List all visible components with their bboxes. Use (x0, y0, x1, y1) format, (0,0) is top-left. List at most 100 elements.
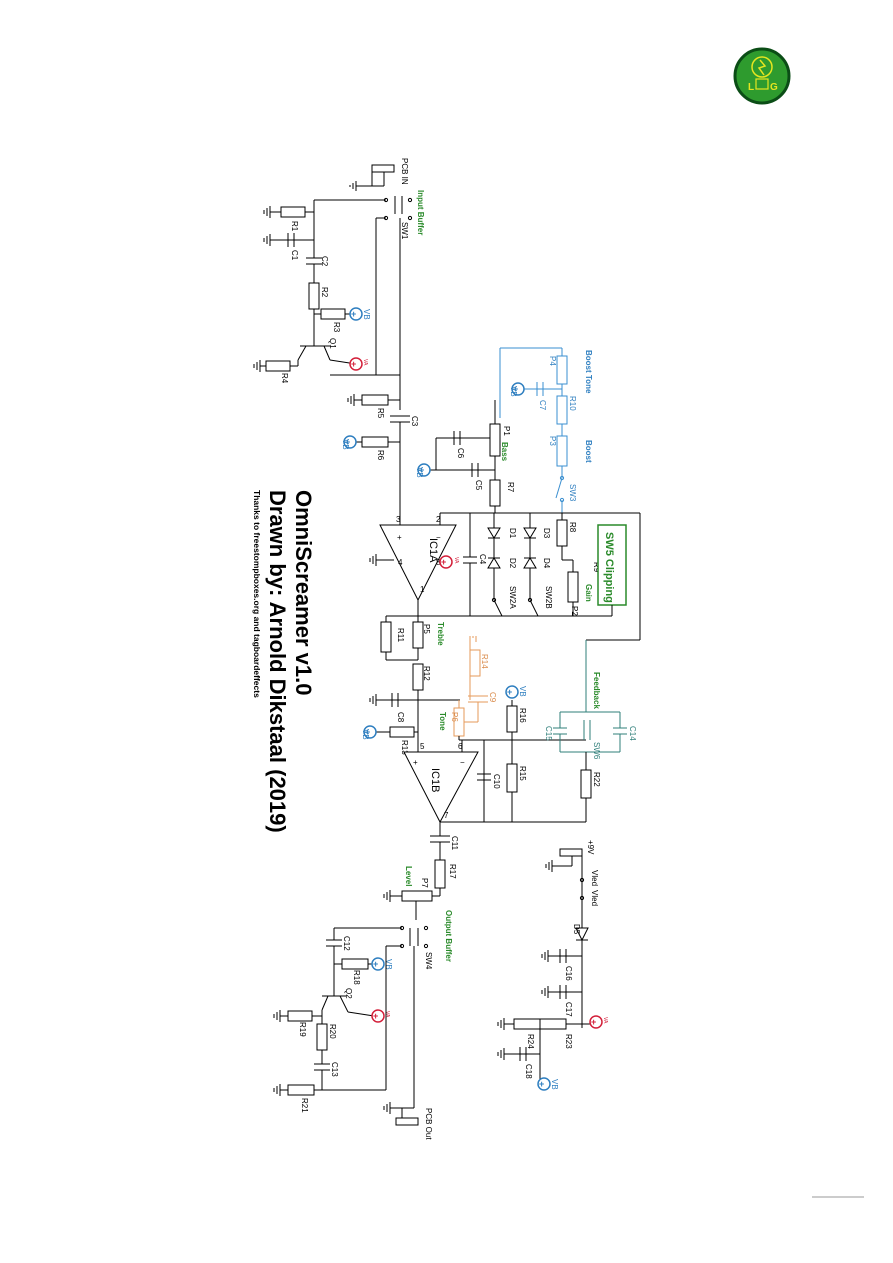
title-thanks: Thanks to freestompboxes.org and tagboar… (252, 490, 262, 698)
p4-label: P4 (548, 356, 557, 366)
p7-label: P7 (420, 878, 429, 888)
r6 (361, 436, 389, 448)
boost-tone-label: Boost Tone (584, 350, 593, 394)
va-label-2: VA (453, 557, 459, 564)
va-terminal-1 (349, 357, 363, 371)
svg-text:+: + (413, 758, 418, 767)
r20 (316, 1023, 328, 1051)
svg-text:+: + (373, 959, 378, 969)
sw3-switch (555, 477, 563, 499)
c4-label: C4 (478, 554, 487, 565)
input-section: PCB IN SW1 Input Buffer R1 C1 (253, 158, 425, 410)
ic1b-opamp (403, 751, 479, 824)
r21 (287, 1084, 315, 1096)
vb-label-8: VB (550, 1079, 559, 1090)
c18-label: C18 (524, 1064, 533, 1079)
p2-gain-pot (567, 571, 579, 603)
r1-label: R1 (290, 221, 299, 232)
p2-label: P2 (570, 606, 579, 616)
vled-label-1: Vled (590, 870, 599, 886)
r10-label: R10 (568, 396, 577, 411)
tone-section: R11 P5 Treble R12 C8 R14 C9 P6 Tone (361, 615, 586, 755)
logo-letter-l: L (748, 82, 754, 93)
svg-text:+: + (441, 557, 446, 567)
r9-label: R9 (592, 562, 601, 573)
vb-label-7: VB (384, 959, 393, 970)
ic1a-pin1: 1 (420, 585, 425, 594)
vb-label-3: VB (415, 467, 424, 478)
c3-label: C3 (410, 416, 419, 427)
r11 (380, 621, 392, 653)
p6-label: P6 (450, 712, 459, 722)
r23-label: R23 (564, 1034, 573, 1049)
r19-label: R19 (298, 1022, 307, 1037)
pcb-out-jack (395, 1117, 419, 1126)
title-author: Drawn by: Arnold Dikstaal (2019) (265, 490, 290, 833)
r5-label: R5 (376, 408, 385, 419)
r20-label: R20 (328, 1024, 337, 1039)
r22 (580, 769, 592, 799)
input-buffer-label: Input Buffer (416, 190, 425, 235)
c12-label: C12 (342, 936, 351, 951)
c17-label: C17 (564, 1002, 573, 1017)
d5-label: D5 (572, 924, 581, 935)
svg-text:+: + (507, 687, 512, 697)
r16 (506, 705, 518, 733)
d1-diode (487, 527, 501, 539)
svg-text:+: + (373, 1011, 378, 1021)
vb-terminal-3 (417, 463, 431, 477)
sw2b-switch (529, 599, 539, 617)
pcb-out-label: PCB Out (424, 1108, 433, 1140)
c11-label: C11 (450, 836, 459, 851)
r24-label: R24 (526, 1034, 535, 1049)
q1-label: Q1 (328, 338, 337, 349)
supply-jack (559, 848, 583, 857)
va-terminal-2 (439, 555, 453, 569)
r1 (280, 206, 306, 218)
c15-label: C15 (544, 726, 553, 741)
output-buffer-label: Output Buffer (444, 910, 453, 962)
va-terminal-4 (589, 1015, 603, 1029)
vb-label-4: VB (509, 386, 518, 397)
svg-text:+: + (345, 437, 350, 447)
svg-text:+: + (513, 384, 518, 394)
va-label-1: VA (362, 359, 368, 366)
c2-label: C2 (320, 256, 329, 267)
lg-logo: L G (733, 47, 791, 105)
bass-label: Bass (500, 442, 509, 462)
ic1a-label: IC1A (427, 538, 439, 563)
vb-terminal-6 (505, 685, 519, 699)
vb-terminal-2 (343, 435, 357, 449)
vb-label-5: VB (361, 729, 370, 740)
r14-label: R14 (480, 654, 489, 669)
pre-ic1a: R5 C3 R6 + VB C6 P1 Bass C5 + (341, 347, 593, 525)
ic1a-pin2: 2 (436, 515, 441, 524)
p5-label: P5 (422, 624, 431, 634)
r16-label: R16 (518, 708, 527, 723)
vb-label-2: VB (341, 439, 350, 450)
pcb-in-label: PCB IN (400, 158, 409, 185)
va-terminal-3 (371, 1009, 385, 1023)
d3-diode (523, 527, 537, 539)
svg-text:−: − (436, 533, 441, 542)
level-label: Level (404, 866, 413, 886)
q2-label: Q2 (344, 988, 353, 999)
p1-bass-pot (489, 423, 501, 457)
d2-label: D2 (508, 558, 517, 569)
sw3-label: SW3 (568, 484, 577, 502)
r4-label: R4 (280, 373, 289, 384)
p4-pot (556, 355, 568, 385)
r13-label: R13 (400, 740, 409, 755)
d5-diode (575, 927, 589, 942)
ic1b-pin5: 5 (420, 742, 425, 751)
ic1b-label: IC1B (429, 768, 441, 792)
r19 (287, 1010, 313, 1022)
r8-label: R8 (568, 522, 577, 533)
vled-label-2: Vled (590, 890, 599, 906)
c14-label: C14 (628, 726, 637, 741)
svg-text:+: + (397, 533, 402, 542)
p1-label: P1 (502, 426, 511, 436)
sw2a-label: SW2A (508, 586, 517, 609)
pcb-in-jack (371, 164, 395, 173)
ic1b-pin6: 6 (458, 742, 463, 751)
